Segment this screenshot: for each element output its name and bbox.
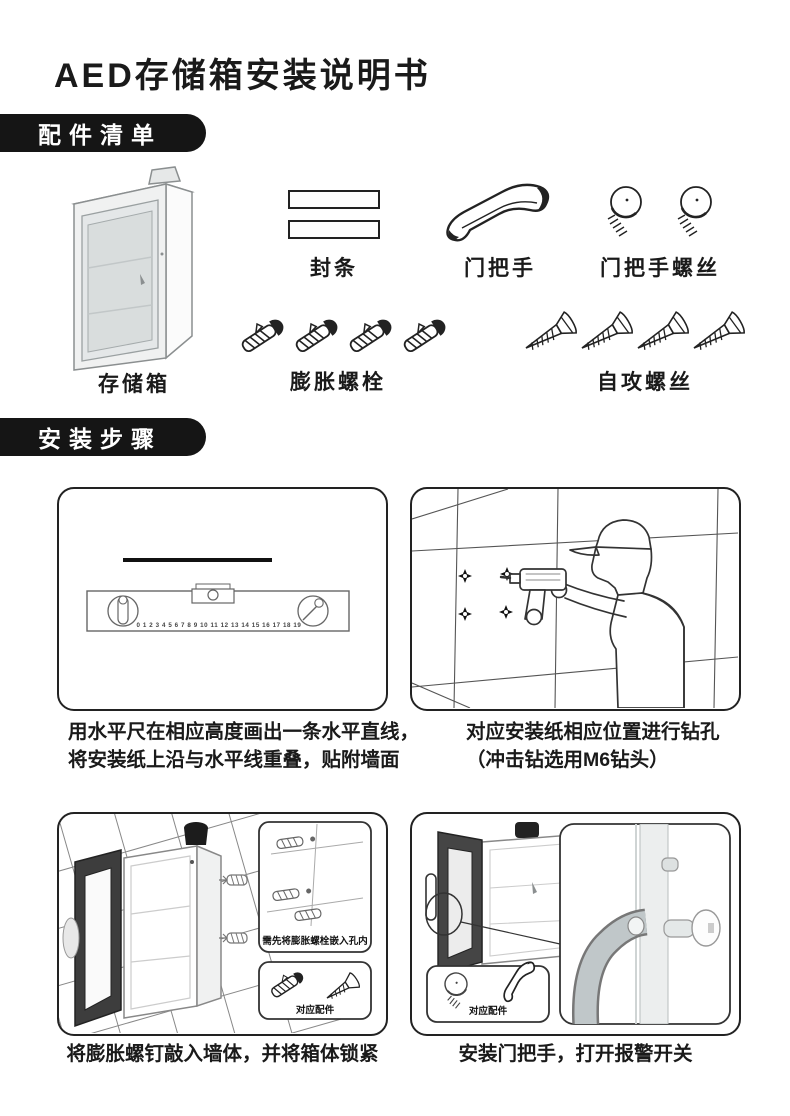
box-mounting-illustration: 需先将膨胀螺栓嵌入孔内 对应配件 xyxy=(59,814,372,1033)
step4-inset-parts: 对应配件 xyxy=(426,961,550,1023)
step2-caption: 对应安装纸相应位置进行钻孔 （冲击钻选用M6钻头） xyxy=(466,718,720,774)
part-label-storage-box: 存储箱 xyxy=(98,373,170,396)
page-title: AED存储箱安装说明书 xyxy=(54,57,431,95)
part-label-door-handle: 门把手 xyxy=(464,257,536,280)
expansion-bolts-illustration xyxy=(241,319,446,353)
storage-box-illustration xyxy=(71,166,195,371)
step3-inset-top: 需先将膨胀螺栓嵌入孔内 xyxy=(258,821,372,953)
step3-inset-parts: 对应配件 xyxy=(258,961,372,1020)
steps-section-badge-label: 安装步骤 xyxy=(38,426,162,452)
step1-caption-line2: 将安装纸上沿与水平线重叠，贴附墙面 xyxy=(68,749,400,771)
step1-caption: 用水平尺在相应高度画出一条水平直线， 将安装纸上沿与水平线重叠，贴附墙面 xyxy=(68,718,419,774)
step2-caption-line2: （冲击钻选用M6钻头） xyxy=(466,749,669,771)
part-label-seal-strip: 封条 xyxy=(310,257,358,280)
seal-strip-bottom xyxy=(288,220,380,239)
parts-section-badge: 配件清单 xyxy=(0,114,206,152)
handle-detail-view xyxy=(559,823,731,1025)
step3-inset-parts-label: 对应配件 xyxy=(296,1004,335,1016)
level-ruler-illustration: 0 1 2 3 4 5 6 7 8 9 10 11 12 13 14 15 16… xyxy=(86,558,350,632)
seal-strip-top xyxy=(288,190,380,209)
part-label-self-tapping-screws: 自攻螺丝 xyxy=(597,371,693,394)
step2-panel xyxy=(410,487,741,711)
ruler-numbers: 0 1 2 3 4 5 6 7 8 9 10 11 12 13 14 15 16… xyxy=(137,622,302,629)
self-tapping-screws-illustration xyxy=(525,311,745,350)
drilling-illustration xyxy=(412,489,738,708)
seal-strips-illustration xyxy=(288,190,380,239)
drill-marks xyxy=(458,567,514,621)
part-label-handle-screws: 门把手螺丝 xyxy=(600,257,720,280)
step1-panel: 0 1 2 3 4 5 6 7 8 9 10 11 12 13 14 15 16… xyxy=(57,487,388,711)
handle-screws-illustration xyxy=(607,186,712,237)
step4-panel: 对应配件 xyxy=(410,812,741,1036)
steps-section-badge: 安装步骤 xyxy=(0,418,206,456)
step3-panel: 需先将膨胀螺栓嵌入孔内 对应配件 xyxy=(57,812,388,1036)
step4-caption: 安装门把手，打开报警开关 xyxy=(458,1043,693,1065)
flying-anchor-1 xyxy=(219,874,248,886)
step3-inset-note: 需先将膨胀螺栓嵌入孔内 xyxy=(262,935,368,947)
part-label-expansion-bolts: 膨胀螺栓 xyxy=(290,371,386,394)
door-handle-illustration xyxy=(446,183,550,242)
flying-anchor-2 xyxy=(219,932,248,944)
installer-figure xyxy=(499,519,685,708)
step4-inset-parts-label: 对应配件 xyxy=(469,1005,508,1017)
step1-caption-line1: 用水平尺在相应高度画出一条水平直线， xyxy=(68,721,420,743)
step3-caption: 将膨胀螺钉敲入墙体，并将箱体锁紧 xyxy=(66,1043,379,1065)
parts-section-badge-label: 配件清单 xyxy=(38,122,162,148)
handle-install-illustration: 对应配件 xyxy=(425,822,731,1025)
step2-caption-line1: 对应安装纸相应位置进行钻孔 xyxy=(466,721,720,743)
